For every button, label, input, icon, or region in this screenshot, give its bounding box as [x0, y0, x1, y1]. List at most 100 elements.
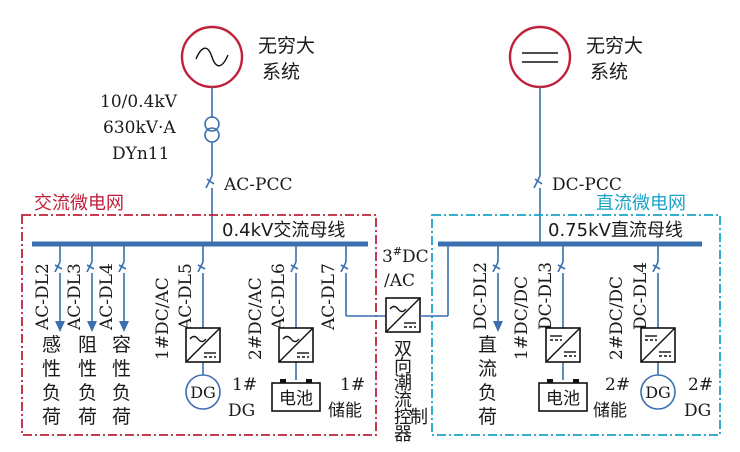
ac-feeder-dl6	[290, 244, 299, 380]
dc-pcc-switch	[533, 175, 543, 242]
dc-microgrid-boundary	[431, 214, 721, 436]
ac-load-capacitive: 容 性 负 荷	[112, 334, 131, 428]
bidirectional-char: 向	[394, 356, 412, 377]
battery-icon	[538, 382, 588, 412]
ac-feeder-label-dl7: AC-DL7	[319, 263, 339, 331]
ac-pcc-switch	[205, 175, 215, 242]
ac-feeder-dl3	[86, 244, 97, 332]
dc-source: 无穷大 系统	[508, 25, 643, 89]
dc-source-label-2: 系统	[590, 61, 628, 83]
ac-feeder-label-dl5: AC-DL5	[176, 263, 196, 331]
dc-battery: 电池 2# 储能	[538, 375, 630, 421]
load-char: 荷	[112, 406, 131, 428]
sine-wave-icon	[195, 47, 229, 67]
transformer-rating: 630kV·A	[103, 118, 176, 138]
ac-feeder-lines	[54, 244, 386, 380]
load-char: 负	[478, 382, 497, 404]
dc-feeder-dl3	[492, 244, 503, 332]
load-arrow-icon	[493, 321, 503, 332]
dc-battery-label-2: 储能	[593, 401, 627, 421]
transformer: 10/0.4kV 630kV·A DYn11	[100, 92, 220, 164]
dc-dg-converter-label: 1#DC/DC	[512, 276, 532, 360]
ac-battery-label-2: 储能	[328, 401, 362, 421]
bidirectional-char: 潮	[394, 373, 412, 394]
dg-symbol: DG	[645, 383, 671, 402]
bidirectional-char: 双	[394, 339, 412, 360]
converter-diagonal	[545, 327, 581, 363]
dc-feeder-label-dl2: DC-DL2	[471, 262, 491, 330]
bidirectional-label-line2: /AC	[384, 271, 415, 291]
load-char: 负	[42, 382, 61, 404]
load-char: 性	[42, 358, 61, 380]
ac-feeder-dl2	[54, 244, 65, 332]
bidirectional-char: 流	[394, 390, 412, 411]
load-char: 性	[78, 358, 97, 380]
transformer-ratio: 10/0.4kV	[100, 92, 178, 112]
ac-feeder-dl4	[118, 244, 129, 332]
ac-microgrid-title: 交流微电网	[34, 193, 124, 214]
dg-circle	[185, 374, 221, 410]
ac-microgrid-boundary	[21, 214, 377, 436]
transformer-group: DYn11	[112, 144, 169, 164]
bidirectional-char: 器	[394, 424, 412, 445]
battery-symbol: 电池	[546, 389, 580, 409]
ac-source-label-1: 无穷大	[258, 35, 315, 57]
ac-wave-icon	[189, 335, 207, 343]
dc-dg: DG 2# DG	[640, 374, 713, 421]
ac-feeder-dl5	[197, 244, 206, 376]
ac-feeder-label-dl3: AC-DL3	[65, 263, 85, 331]
bidirectional-label-line1: 3#DC	[382, 245, 429, 267]
dc-feeder-dl5	[652, 244, 661, 376]
inverter-diagonal	[185, 327, 221, 363]
dc-source-circle	[508, 25, 572, 89]
battery-terminal	[547, 379, 553, 383]
ac-pcc-label: AC-PCC	[223, 175, 292, 195]
load-char: 阻	[78, 334, 97, 356]
ac-dg-label-1: 1#	[232, 375, 257, 395]
dc-bus-label: 0.75kV直流母线	[548, 220, 683, 241]
dc-storage-converter-label: 2#DC/DC	[607, 276, 627, 360]
ac-load-resistive: 阻 性 负 荷	[78, 334, 97, 428]
load-char: 负	[78, 382, 97, 404]
ac-dg-inverter	[185, 327, 221, 363]
ac-dg-converter-label: 1#DC/AC	[153, 277, 173, 360]
ac-load-inductive: 感 性 负 荷	[42, 334, 61, 428]
ac-feeder-dl7	[340, 244, 386, 317]
load-char: 流	[478, 358, 497, 380]
ac-bus-label: 0.4kV交流母线	[222, 220, 345, 241]
load-char: 容	[112, 334, 131, 356]
load-arrow-icon	[87, 321, 97, 332]
battery-terminal	[280, 379, 286, 383]
dc-microgrid-title: 直流微电网	[596, 193, 686, 214]
dc-feeder-dl4	[557, 244, 566, 380]
ac-dg-label-2: DG	[228, 401, 255, 421]
ac-feeder-label-dl6: AC-DL6	[269, 263, 289, 331]
dc-dg-label-2: DG	[684, 401, 711, 421]
dc-pcc-label: DC-PCC	[552, 175, 622, 195]
battery-icon	[271, 382, 321, 412]
dc-feeder-label-dl4: DC-DL4	[631, 262, 651, 330]
load-char: 荷	[478, 406, 497, 428]
load-char: 感	[42, 334, 61, 356]
load-arrow-icon	[119, 321, 129, 332]
ac-storage-converter-label: 2#DC/AC	[246, 277, 266, 360]
battery-terminal	[573, 379, 579, 383]
ac-storage-inverter	[278, 327, 314, 363]
load-char: 负	[112, 382, 131, 404]
load-char: 荷	[42, 406, 61, 428]
ac-battery-label-1: 1#	[340, 375, 365, 395]
transformer-coil-top	[204, 116, 220, 132]
load-arrow-icon	[55, 321, 65, 332]
ac-battery: 电池 1# 储能	[271, 375, 365, 421]
ac-feeder-label-dl2: AC-DL2	[33, 263, 53, 331]
load-char: 直	[478, 334, 497, 356]
converter-diagonal	[640, 327, 676, 363]
transformer-coil-bottom	[204, 127, 220, 143]
ac-source-label-2: 系统	[262, 61, 300, 83]
dg-symbol: DG	[190, 383, 216, 402]
load-char: 性	[112, 358, 131, 380]
dc-battery-label-1: 2#	[605, 375, 630, 395]
battery-symbol: 电池	[279, 389, 313, 409]
dc-dg-label-1: 2#	[688, 375, 713, 395]
